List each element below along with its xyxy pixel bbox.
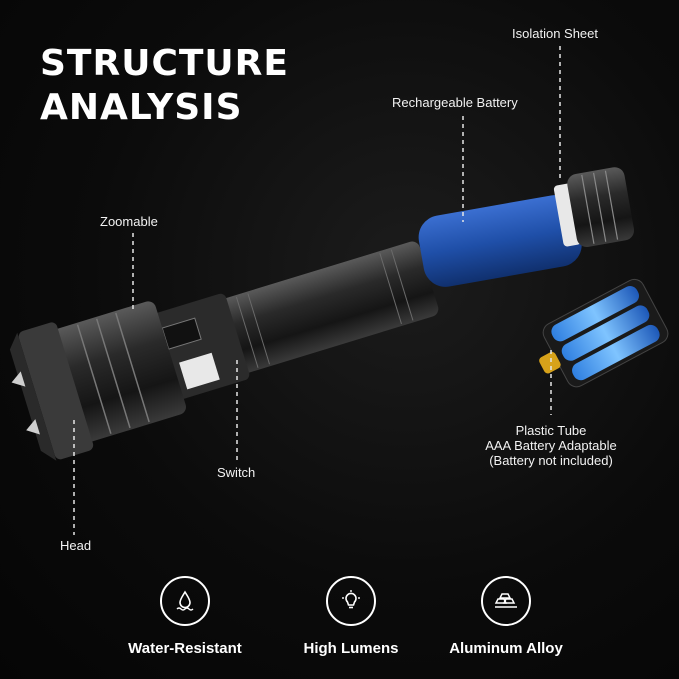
- feature-aluminum-alloy: Aluminum Alloy: [416, 576, 596, 657]
- rechargeable-battery: [418, 195, 582, 287]
- plastic-tube: [539, 278, 669, 388]
- feature-water-resistant: Water-Resistant: [95, 576, 275, 657]
- label-battery-not-included: (Battery not included): [489, 453, 613, 468]
- feature-label: Water-Resistant: [128, 640, 242, 657]
- feature-high-lumens: High Lumens: [261, 576, 441, 657]
- label-aaa-adaptable: AAA Battery Adaptable: [485, 438, 617, 453]
- feature-label: High Lumens: [303, 640, 399, 657]
- feature-label: Aluminum Alloy: [449, 640, 563, 657]
- label-switch: Switch: [217, 465, 256, 480]
- light-bulb-icon: [326, 576, 376, 626]
- title-line-1: STRUCTURE: [40, 43, 289, 84]
- label-zoomable: Zoomable: [100, 214, 158, 229]
- water-drop-icon: [160, 576, 210, 626]
- flashlight-illustration: [9, 46, 669, 535]
- label-rechargeable-battery: Rechargeable Battery: [392, 95, 518, 110]
- label-head: Head: [60, 538, 92, 553]
- feature-row: Water-Resistant High Lumens Aluminum All…: [0, 576, 679, 657]
- tail-cap: [553, 167, 635, 247]
- label-plastic-tube-group: Plastic Tube AAA Battery Adaptable (Batt…: [470, 423, 632, 468]
- label-isolation-sheet: Isolation Sheet: [512, 26, 599, 41]
- label-plastic-tube: Plastic Tube: [515, 423, 587, 438]
- title-line-2: ANALYSIS: [40, 87, 243, 128]
- page-title: STRUCTURE ANALYSIS: [40, 42, 289, 130]
- flashlight-body: [9, 241, 439, 461]
- metal-bars-icon: [481, 576, 531, 626]
